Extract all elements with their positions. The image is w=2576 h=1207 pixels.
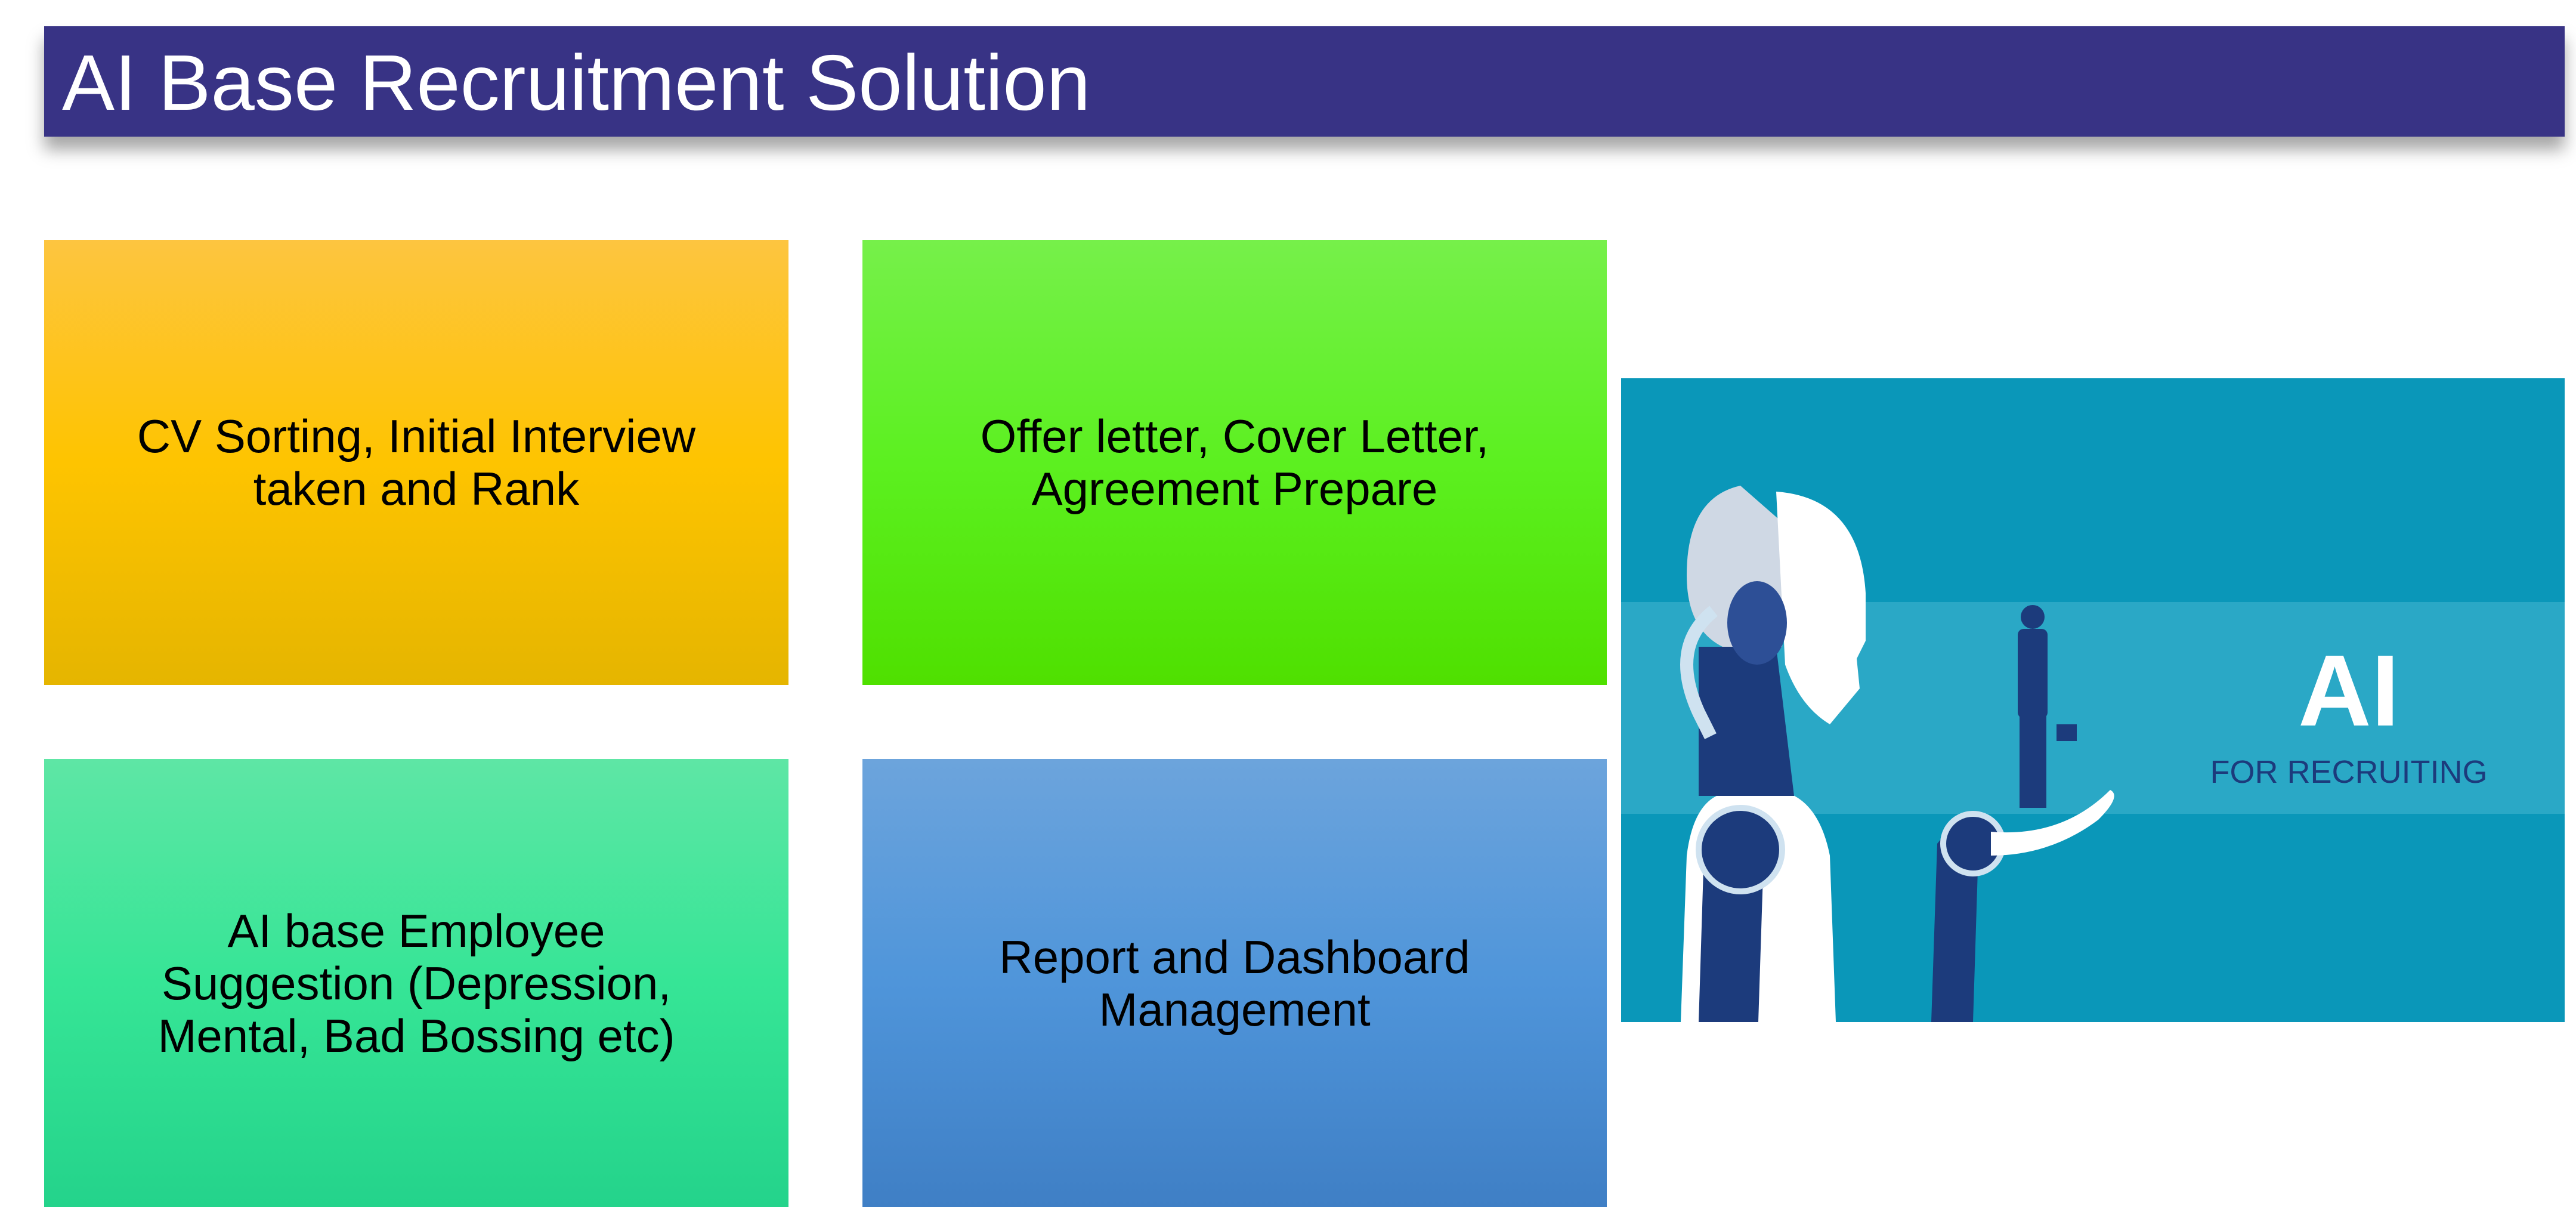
feature-box-offer-letter: Offer letter, Cover Letter, Agreement Pr… (862, 240, 1607, 685)
illustration-subline: FOR RECRUITING (2210, 754, 2488, 790)
feature-label: AI base Employee Suggestion (Depression,… (157, 904, 675, 1062)
feature-label: Report and Dashboard Management (999, 930, 1470, 1036)
feature-label: Offer letter, Cover Letter, Agreement Pr… (980, 410, 1489, 515)
robot-icon (1680, 486, 2114, 1022)
ai-recruiting-illustration: AI FOR RECRUITING (1621, 378, 2565, 1022)
page-title: AI Base Recruitment Solution (62, 39, 1091, 126)
feature-box-cv-sorting: CV Sorting, Initial Interview taken and … (44, 240, 788, 685)
feature-label: CV Sorting, Initial Interview taken and … (137, 410, 696, 515)
businessman-icon (2018, 605, 2077, 808)
feature-box-report-dashboard: Report and Dashboard Management (862, 759, 1607, 1207)
title-bar: AI Base Recruitment Solution (44, 26, 2565, 137)
feature-box-employee-suggestion: AI base Employee Suggestion (Depression,… (44, 759, 788, 1207)
illustration-headline: AI (2298, 634, 2399, 748)
